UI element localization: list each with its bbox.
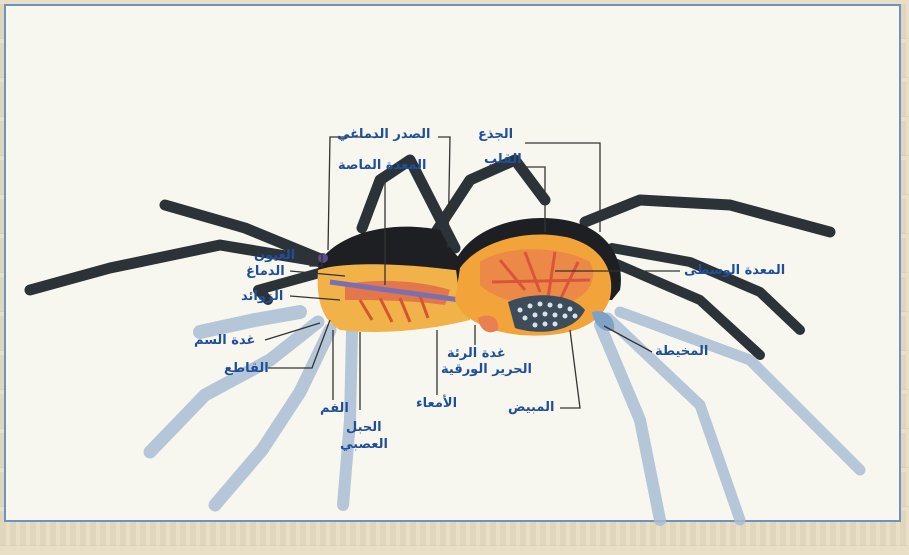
label-ovary: المبيض <box>508 400 554 415</box>
label-venom-gland: غدة السم <box>194 333 255 348</box>
label-trunk: الجذع <box>478 127 513 142</box>
label-intestine: الأمعاء <box>416 396 457 411</box>
label-heart: القلب <box>484 152 522 167</box>
label-eyes: العيون <box>254 248 295 263</box>
label-chelicera: القاطع <box>224 361 269 376</box>
label-sucking-stomach: المعدة الماصة <box>338 158 426 173</box>
label-book-lung-line2: الحرير الورقية <box>441 362 532 377</box>
label-midgut: المعدة الوسطى <box>684 263 785 278</box>
pale-leg-1 <box>200 312 300 332</box>
label-brain: الدماغ <box>246 264 285 279</box>
label-pedipalps: الزوائد <box>241 289 283 304</box>
abdomen <box>455 218 621 336</box>
label-spinneret: المخيطة <box>655 344 708 359</box>
label-brain-thorax: الصدر الدماغي <box>337 127 430 142</box>
label-nerve-cord-line1: الحبل <box>346 420 382 435</box>
label-nerve-cord-line2: العصبي <box>340 437 388 452</box>
dark-leg-6 <box>585 200 830 232</box>
pale-leg-4 <box>343 332 352 505</box>
label-mouth: الفم <box>320 401 349 416</box>
label-book-lung-line1: غدة الرئة <box>447 346 506 361</box>
